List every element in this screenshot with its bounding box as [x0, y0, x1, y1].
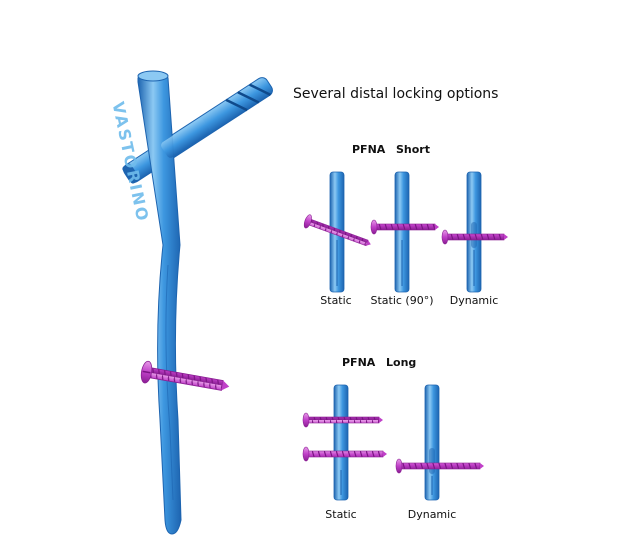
caption-short-static: Static [320, 294, 352, 307]
short-static-figure [303, 171, 371, 293]
short-group-title: Short [396, 143, 430, 156]
short-static90-figure [370, 171, 439, 293]
main-distal-screw [140, 360, 230, 391]
long-dynamic-figure [395, 384, 484, 501]
short-dynamic-figure [441, 171, 508, 293]
main-nail [122, 70, 273, 535]
long-group-title: Long [386, 356, 417, 369]
headline: Several distal locking options [293, 86, 499, 102]
short-group-title-prefix: PFNA [352, 143, 386, 156]
caption-short-static90: Static (90°) [370, 294, 434, 307]
long-group-title-prefix: PFNA [342, 356, 376, 369]
long-static-figure [302, 384, 387, 501]
caption-long-static: Static [325, 508, 357, 521]
caption-long-dynamic: Dynamic [407, 508, 457, 521]
caption-short-dynamic: Dynamic [449, 294, 499, 307]
